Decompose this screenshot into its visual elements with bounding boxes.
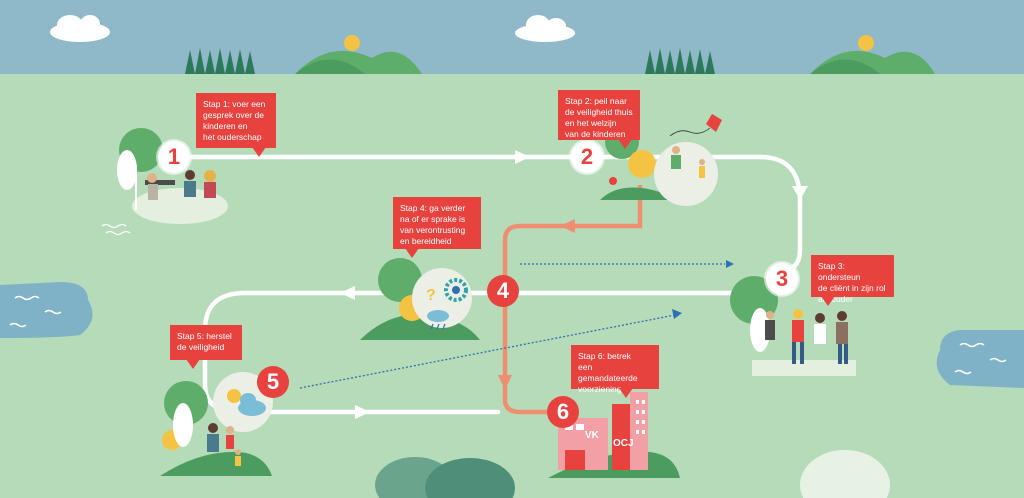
step-number-4: 4 — [487, 275, 519, 307]
cloud-icon — [50, 15, 110, 42]
step4-scene: ? — [360, 258, 480, 340]
flower-icon — [609, 177, 617, 185]
white-path-arrows — [340, 150, 808, 419]
cloud-icon — [515, 15, 575, 42]
sun-icon — [858, 35, 874, 51]
cloud-icon — [238, 393, 266, 416]
step6-callout: Stap 6: betrek een gemandateerde voorzie… — [571, 345, 659, 398]
water-left — [0, 282, 93, 338]
step4-callout: Stap 4: ga verder na of er sprake is van… — [393, 197, 481, 258]
step3-scene — [730, 276, 856, 376]
orange-path — [502, 185, 643, 415]
step2-callout: Stap 2: peil naar de veiligheid thuis en… — [558, 90, 640, 149]
step-number-5: 5 — [257, 366, 289, 398]
dotted-arrowhead — [672, 309, 682, 319]
horizon-right — [645, 35, 935, 74]
step-number-1: 1 — [158, 141, 190, 173]
step-number-3: 3 — [766, 263, 798, 295]
water-right — [936, 330, 1024, 388]
horizon-left — [185, 35, 422, 74]
building-vk-label: VK — [585, 430, 599, 441]
sun-icon — [344, 35, 360, 51]
step-number-2: 2 — [571, 141, 603, 173]
step3-callout: Stap 3: ondersteun de cliënt in zijn rol… — [811, 255, 894, 306]
bottom-bushes — [375, 450, 890, 498]
sun-icon — [227, 389, 241, 403]
step5-callout: Stap 5: herstel de veiligheid — [170, 325, 242, 369]
step6-scene — [548, 392, 680, 478]
orange-path-arrows — [498, 219, 575, 390]
step1-scene — [101, 128, 228, 236]
rain-cloud-icon — [427, 310, 449, 330]
dotted-arrowhead — [726, 260, 734, 268]
step1-callout: Stap 1: voer een gesprek over de kindere… — [196, 93, 276, 157]
gear-icon — [444, 278, 468, 302]
building-ocj-label: OCJ — [613, 438, 634, 449]
question-mark-icon: ? — [426, 287, 436, 304]
kite-icon — [669, 114, 722, 137]
step-number-6: 6 — [547, 396, 579, 428]
